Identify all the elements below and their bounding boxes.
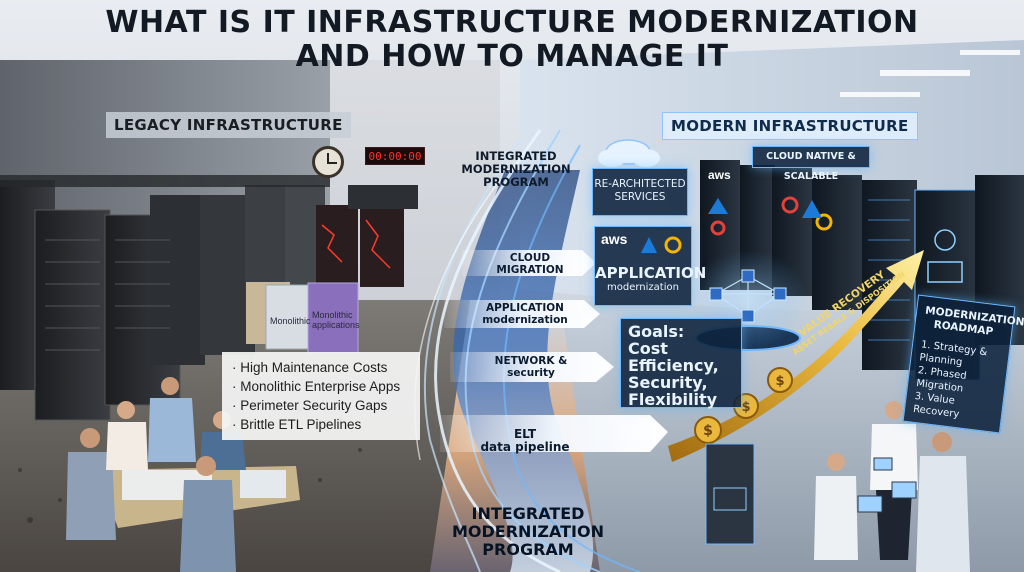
legacy-infrastructure-label: LEGACY INFRASTRUCTURE (106, 112, 351, 138)
svg-text:$: $ (775, 374, 784, 389)
roadmap-title: MODERNIZATION ROADMAP (924, 304, 1024, 338)
goals-card: Goals: Cost Efficiency, Security, Flexib… (620, 318, 742, 408)
cloud-provider-logos-icon (641, 236, 682, 254)
app-mod-line-1: APPLICATION (595, 264, 707, 282)
card-line: RE-ARCHITECTED (594, 178, 686, 190)
flow-label-elt-data-pipeline: ELT data pipeline (470, 428, 580, 454)
terminal-device (705, 443, 755, 545)
flow-label-line: CLOUD (509, 252, 551, 264)
goals-line: Security, (628, 373, 708, 392)
modern-infrastructure-label: MODERN INFRASTRUCTURE (662, 112, 918, 140)
label-line: PROGRAM (482, 540, 574, 559)
flow-label-line: data pipeline (480, 440, 570, 454)
legacy-issue-item: · Monolithic Enterprise Apps (232, 379, 401, 394)
value-recovery-arrow (668, 250, 924, 462)
svg-text:$: $ (703, 423, 713, 439)
goals-line: Flexibility (628, 390, 718, 409)
goals-line: Goals: (628, 322, 685, 341)
cloud-icon (598, 139, 660, 167)
cloud-native-badge: CLOUD NATIVE & SCALABLE (752, 146, 870, 182)
flow-label-application-modernization: APPLICATION modernization (470, 302, 580, 326)
label-line: PROGRAM (483, 175, 549, 189)
legacy-issue-item: · High Maintenance Costs (232, 360, 388, 375)
label-line: MODERNIZATION (452, 522, 604, 541)
title-line-1: WHAT IS IT INFRASTRUCTURE MODERNIZATION (105, 5, 919, 40)
coin-icons: $ $ $ (694, 367, 793, 444)
monolithic-software-boxes (246, 282, 359, 354)
flow-label-line: ELT (513, 427, 537, 441)
aws-logo-icon: aws (601, 231, 628, 247)
legacy-issue-item: · Perimeter Security Gaps (232, 398, 388, 413)
flow-label-line: modernization (482, 314, 568, 326)
integrated-program-label-bottom: INTEGRATED MODERNIZATION PROGRAM (448, 505, 608, 559)
card-line: SERVICES (614, 191, 666, 203)
label-line: INTEGRATED (471, 504, 585, 523)
app-mod-line-2: modernization (607, 282, 679, 293)
flow-label-line: MIGRATION (496, 264, 564, 276)
legacy-issues-list: · High Maintenance Costs · Monolithic En… (222, 352, 420, 440)
flow-label-line: NETWORK & (494, 355, 568, 367)
modern-team (814, 401, 970, 572)
flow-label-line: APPLICATION (486, 302, 564, 314)
legacy-server-racks (0, 175, 418, 421)
flow-label-cloud-migration: CLOUD MIGRATION (488, 252, 572, 276)
modernization-roadmap-card: MODERNIZATION ROADMAP 1. Strategy & Plan… (902, 294, 1024, 434)
title-line-2: AND HOW TO MANAGE IT (295, 39, 729, 74)
legacy-issue-item: · Brittle ETL Pipelines (232, 417, 362, 432)
aws-rack-logo-icon: aws (708, 168, 731, 182)
label-line: MODERNIZATION (461, 162, 571, 176)
wall-clock-icon (312, 146, 344, 178)
box-label-monolithic: Monolithic (270, 316, 311, 326)
integrated-program-label-top: INTEGRATED MODERNIZATION PROGRAM (456, 150, 576, 189)
flow-arrows (440, 250, 668, 452)
digital-timer: 00:00:00 (365, 147, 425, 165)
application-modernization-card: aws APPLICATION modernization (594, 226, 707, 306)
flow-label-network-security: NETWORK & security (486, 355, 576, 379)
legacy-team (66, 377, 300, 572)
svg-text:$: $ (741, 400, 750, 415)
box-label-monolithic-applications: Monolithic applications (312, 310, 360, 330)
label-line: INTEGRATED (475, 149, 557, 163)
flow-label-line: security (507, 367, 555, 379)
rearchitected-services-card: RE-ARCHITECTED SERVICES (592, 168, 688, 216)
page-title: WHAT IS IT INFRASTRUCTURE MODERNIZATION … (0, 6, 1024, 74)
goals-line: Cost Efficiency, (628, 339, 719, 375)
